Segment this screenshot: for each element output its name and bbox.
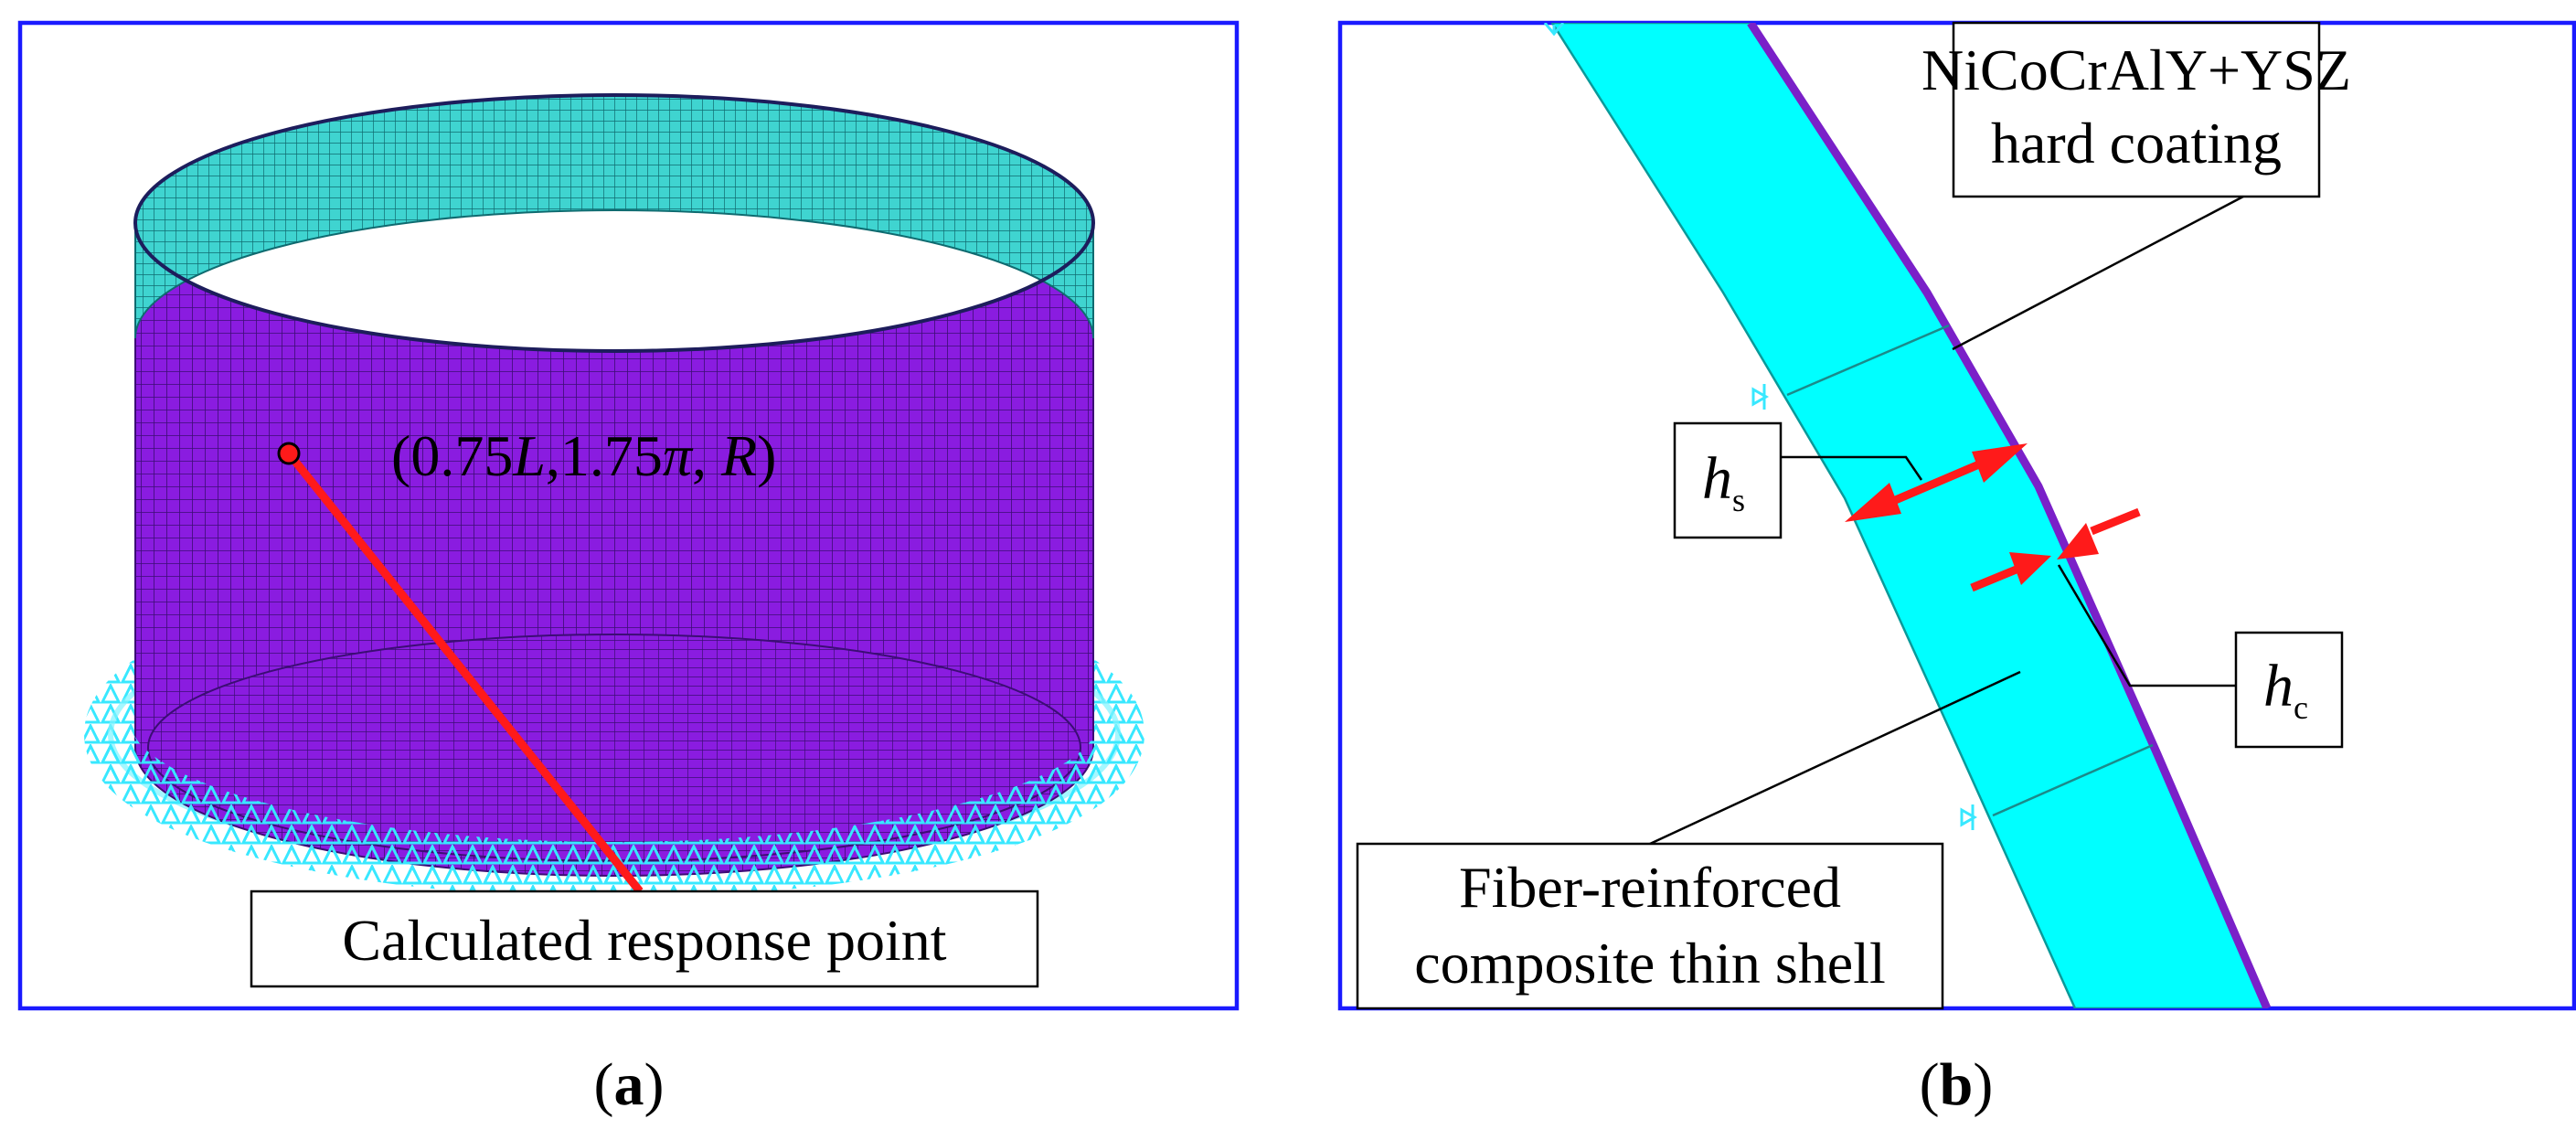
support-glyph-top [1543, 23, 1565, 37]
response-point-coordinate: (0.75L,1.75π, R) [391, 423, 776, 488]
coating-callout-line2: hard coating [1991, 111, 2282, 176]
hc-callout-leader [2057, 564, 2236, 687]
response-point-marker [277, 442, 301, 465]
hc-label: hc [2263, 653, 2308, 726]
coating-callout-box [1952, 21, 2321, 198]
shell-element-line-top [1786, 324, 1950, 397]
support-glyph-mid [1751, 384, 1770, 410]
shell-callout-line1: Fiber-reinforced [1459, 855, 1841, 920]
shell-callout-leader [1649, 670, 2021, 846]
hc-callout-box [2234, 631, 2344, 749]
response-point-leader [285, 451, 644, 894]
response-point-callout-box [250, 890, 1039, 988]
hs-callout-box [1673, 421, 1783, 539]
hs-dimension-arrow [1845, 443, 2028, 522]
cylinder-rim [133, 93, 1095, 353]
hard-coating-layer [1747, 23, 2272, 1008]
coating-callout-leader [1952, 195, 2244, 351]
panel-a-caption: (a) [594, 1051, 665, 1118]
hs-callout-leader [1781, 455, 1923, 481]
hs-label: hs [1702, 445, 1745, 518]
panel-b-caption: (b) [1920, 1051, 1994, 1118]
panel-b: NiCoCrAlY+YSZ hard coating hs hc [1337, 20, 2576, 1011]
panel-a: (0.75L,1.75π, R) Calculated response poi… [17, 20, 1240, 1011]
support-glyph-low [1960, 804, 1978, 830]
hc-dimension-arrows [1970, 507, 2141, 592]
response-point-callout-label: Calculated response point [342, 908, 946, 973]
shell-element-line-bottom [1992, 743, 2154, 817]
coating-callout-line1: NiCoCrAlY+YSZ [1921, 37, 2351, 102]
shell-callout-line2: composite thin shell [1414, 931, 1886, 996]
